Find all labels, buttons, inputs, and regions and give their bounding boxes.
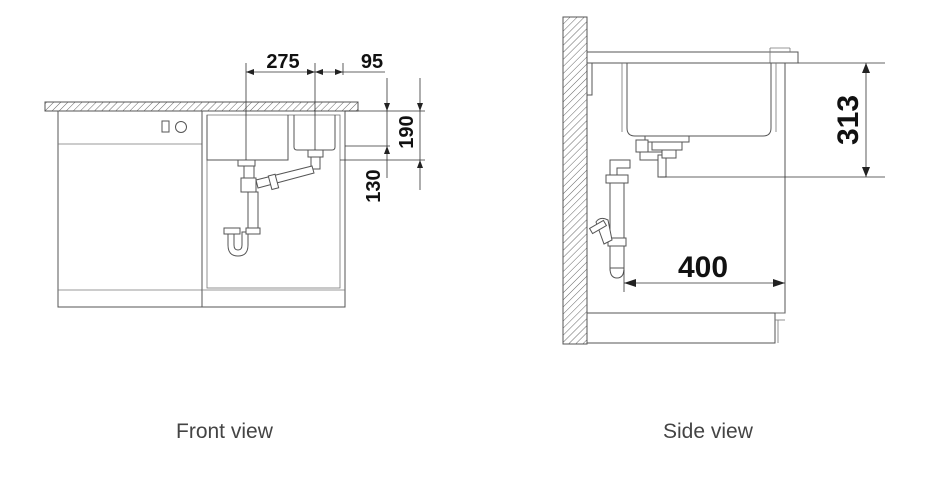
front-small-bowl <box>293 115 336 151</box>
side-wall <box>562 16 588 345</box>
side-dimension-horizontal <box>623 270 785 292</box>
side-dimension-vertical <box>660 62 885 178</box>
dim-313-label: 313 <box>832 95 865 145</box>
dim-275-label: 275 <box>266 51 299 73</box>
front-appliance-cabinet <box>57 110 203 308</box>
side-countertop <box>586 51 799 64</box>
dim-130-label: 130 <box>363 169 385 202</box>
front-siphon <box>223 165 315 257</box>
side-sink-bowl <box>626 63 772 137</box>
dim-190-label: 190 <box>396 115 418 148</box>
front-view-caption: Front view <box>176 420 273 443</box>
front-dimension-vertical <box>340 78 425 190</box>
side-view-caption: Side view <box>663 420 753 443</box>
front-view-drawing: 275 95 190 130 <box>44 51 425 308</box>
front-large-bowl <box>206 115 289 161</box>
side-siphon <box>588 139 677 279</box>
dim-400-label: 400 <box>678 251 728 284</box>
front-sink-cabinet <box>201 110 346 308</box>
appliance-controls-icon <box>161 120 187 133</box>
front-dimension-horizontal <box>245 63 385 160</box>
front-countertop <box>44 101 359 112</box>
side-cabinet <box>586 62 593 96</box>
dim-95-label: 95 <box>361 51 383 73</box>
side-view-drawing: 313 400 <box>562 16 885 345</box>
